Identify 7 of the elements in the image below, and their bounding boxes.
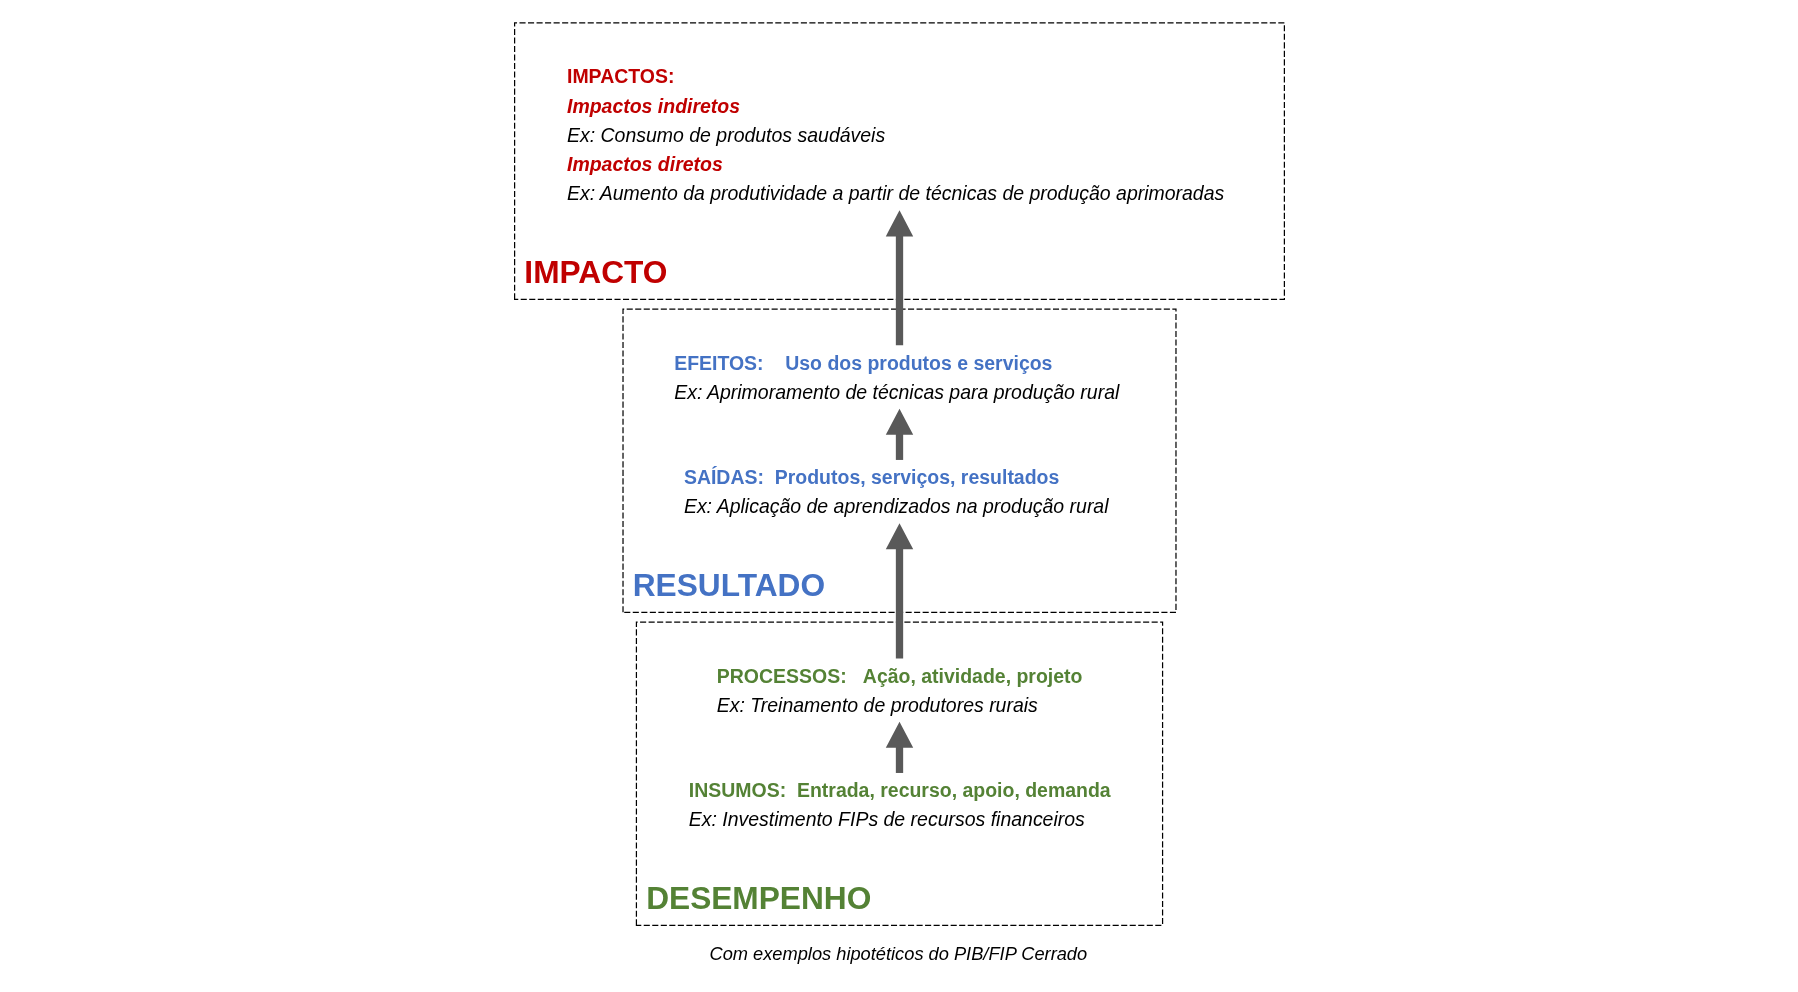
node-text: PROCESSOS: Ação, atividade, projeto Ex: Treinamento de produtores rurais (716, 664, 1082, 716)
label: Com exemplos hipotéticos do PIB/FIP Cerrado (708, 943, 1087, 965)
node-text: SAÍDAS: Produtos, serviços, resultados Ex: Aplicação de aprendizados na produção rural (683, 466, 1109, 518)
arrow (885, 210, 913, 346)
node-text: IMPACTOS: Impactos indiretos Ex: Consumo de produtos saudáveis Impactos diretos Ex: Aumento da produtividade a partir de técnicas de produção aprimoradas (566, 65, 1224, 205)
node-text: INSUMOS: Entrada, recurso, apoio, demanda Ex: Investimento FIPs de recursos financeiros (688, 779, 1111, 831)
node-text: EFEITOS: Uso dos produtos e serviços Ex: Aprimoramento de técnicas para produção rural (673, 351, 1119, 403)
